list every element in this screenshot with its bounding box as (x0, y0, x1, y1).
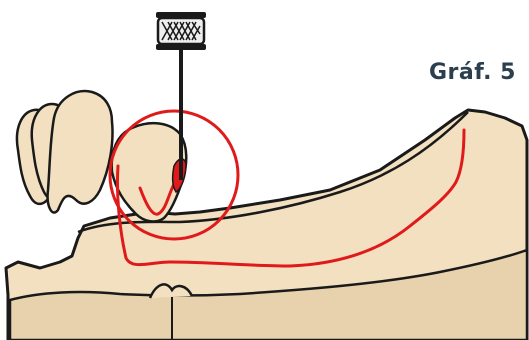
tooth-molar (48, 91, 113, 212)
figure-label: Gráf. 5 (429, 60, 516, 85)
